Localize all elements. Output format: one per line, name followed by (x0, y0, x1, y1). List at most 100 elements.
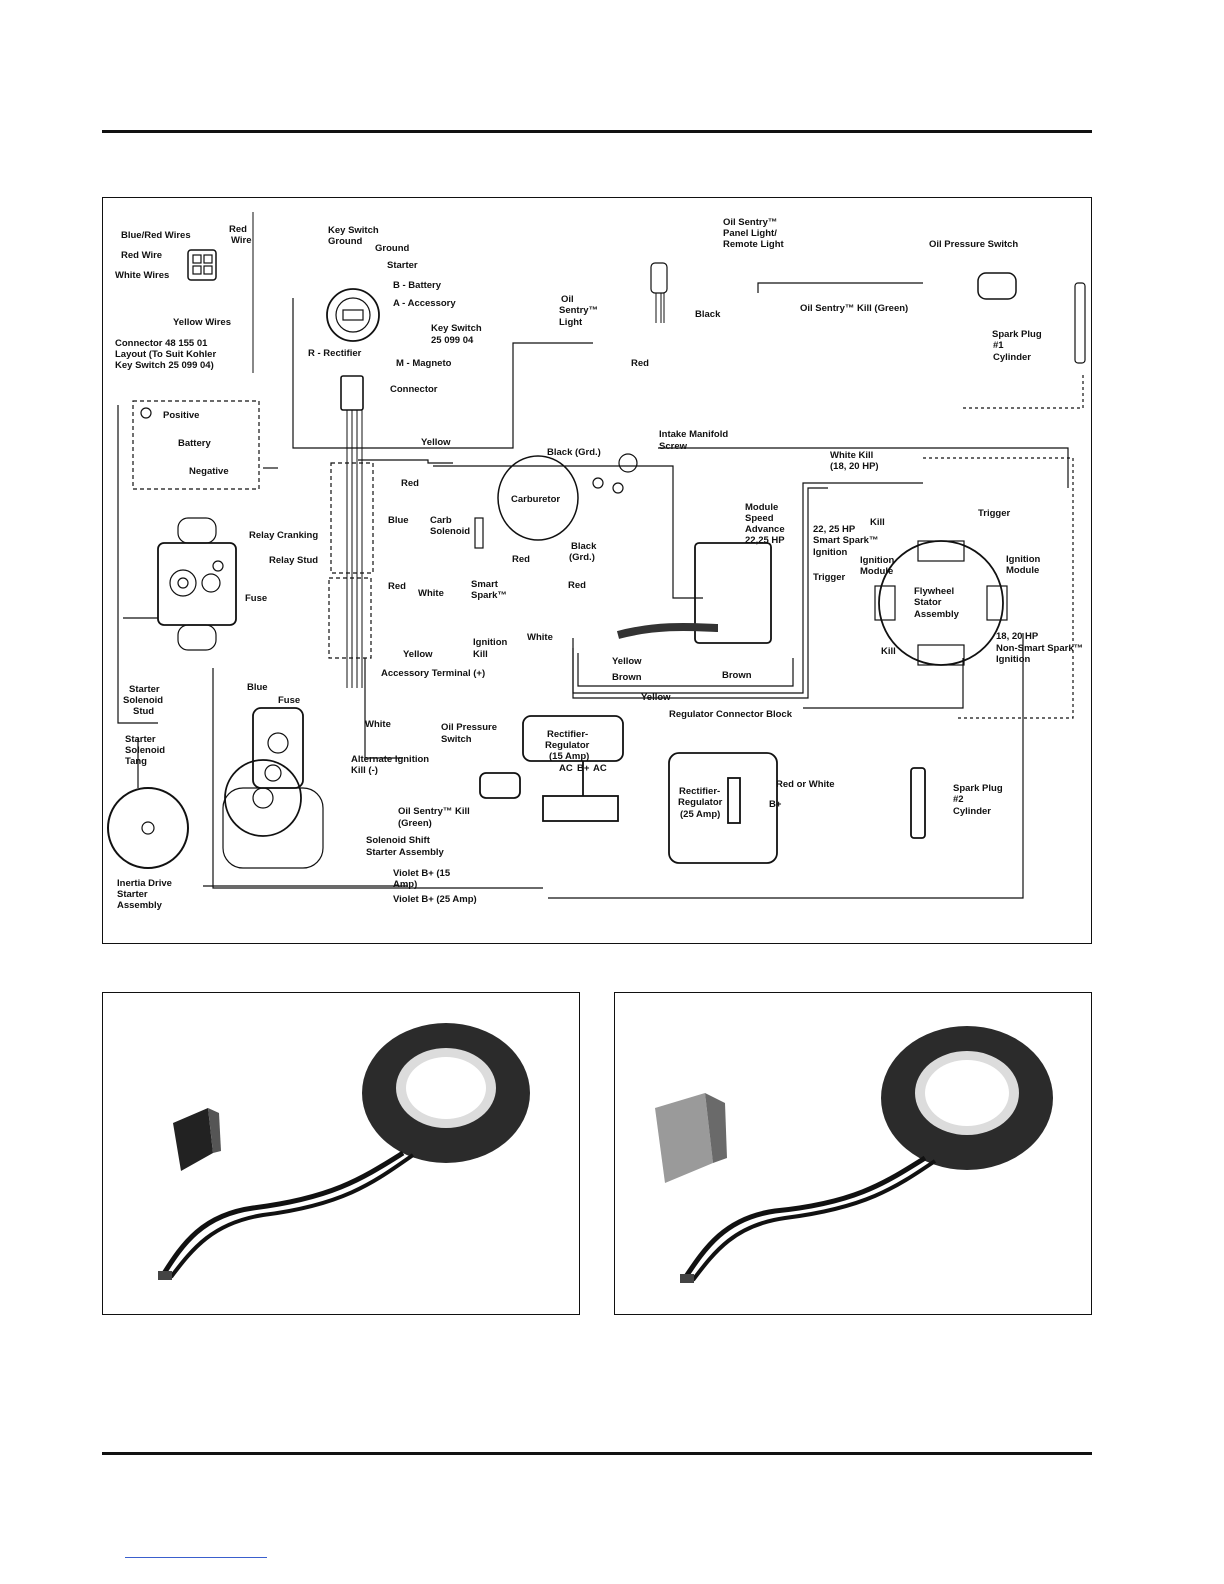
label-m-magneto: M - Magneto (396, 358, 452, 369)
label-white-kill-1: White Kill (830, 450, 873, 461)
connector-layout-labels: Blue/Red Wires Red Wire Red Wire White W… (115, 224, 252, 371)
label-ignition-module-right-1: Ignition (1006, 554, 1040, 565)
label-relay-cranking: Relay Cranking (249, 530, 318, 541)
label-red-wire: Red Wire (121, 250, 162, 261)
label-key-switch-number: 25 099 04 (431, 335, 474, 346)
label-fuse-low: Fuse (278, 695, 300, 706)
connector-caption-1: Connector 48 155 01 (115, 338, 208, 349)
label-spark-plug-2-1: Spark Plug (953, 783, 1003, 794)
label-inertia-drive-1: Inertia Drive (117, 878, 172, 889)
label-battery: Battery (178, 438, 211, 449)
regulator-25amp-image (655, 1093, 727, 1183)
label-b-plus-term: B+ (577, 763, 590, 774)
label-oil-sentry-kill-low-2: (Green) (398, 818, 432, 829)
label-inertia-drive-3: Assembly (117, 900, 163, 911)
label-white-lower: White (418, 588, 444, 599)
label-module-speed-2: Speed (745, 513, 774, 524)
label-ignition-kill-1: Ignition (473, 637, 507, 648)
label-starter-solenoid-stud-1: Starter (129, 684, 160, 695)
label-violet-25: Violet B+ (25 Amp) (393, 894, 477, 905)
label-ignition-module-left-1: Ignition (860, 555, 894, 566)
label-solenoid-shift-1: Solenoid Shift (366, 835, 431, 846)
label-red: Red (229, 224, 247, 235)
label-oil-sentry-kill-low-1: Oil Sentry™ Kill (398, 806, 470, 817)
label-spark-plug-1-1: Spark Plug (992, 329, 1042, 340)
label-ignition-module-right-2: Module (1006, 565, 1039, 576)
label-yellow-wires: Yellow Wires (173, 317, 231, 328)
label-non-smart-3: Ignition (996, 654, 1030, 665)
label-starter-solenoid-tang-2: Solenoid (125, 745, 165, 756)
label-red-mid: Red (568, 580, 586, 591)
label-oil-pressure-switch-low-1: Oil Pressure (441, 722, 497, 733)
wiring-diagram-panel: Blue/Red Wires Red Wire Red Wire White W… (102, 197, 1092, 944)
label-white-mid: White (527, 632, 553, 643)
wiring-diagram: Blue/Red Wires Red Wire Red Wire White W… (107, 212, 1086, 911)
label-yellow-bottom: Yellow (612, 656, 642, 667)
label-white-kill-2: (18, 20 HP) (830, 461, 879, 472)
label-oil-sentry-kill-top: Oil Sentry™ Kill (Green) (800, 303, 908, 314)
diagram-labels: Connector Positive Battery Negative Yell… (117, 217, 1083, 911)
label-black-top: Black (695, 309, 721, 320)
label-ac-2: AC (593, 763, 607, 774)
connector-caption-3: Key Switch 25 099 04) (115, 360, 214, 371)
label-rect-25-1: Rectifier- (679, 786, 720, 797)
label-module-speed-3: Advance (745, 524, 785, 535)
label-carburetor: Carburetor (511, 494, 560, 505)
label-smart-spark-2: Spark™ (471, 590, 507, 601)
label-intake-manifold-1: Intake Manifold (659, 429, 728, 440)
label-wire: Wire (231, 235, 252, 246)
label-trigger-left: Trigger (813, 572, 846, 583)
stator-photo-15amp (102, 992, 580, 1315)
label-module-speed-4: 22,25 HP (745, 535, 785, 546)
label-red-lower: Red (388, 581, 406, 592)
label-hp-smart-3: Ignition (813, 547, 847, 558)
label-black-grd: Black (Grd.) (547, 447, 601, 458)
label-accessory-terminal: Accessory Terminal (+) (381, 668, 485, 679)
label-r-rectifier: R - Rectifier (308, 348, 362, 359)
label-relay-stud: Relay Stud (269, 555, 318, 566)
label-alt-ignition-kill-2: Kill (-) (351, 765, 378, 776)
label-violet-15-2: Amp) (393, 879, 417, 890)
label-non-smart-1: 18, 20 HP (996, 631, 1039, 642)
label-hp-smart-2: Smart Spark™ (813, 535, 878, 546)
label-oil-sentry-light-2: Sentry™ (559, 305, 598, 316)
label-non-smart-2: Non-Smart Spark™ (996, 643, 1083, 654)
label-trigger-top: Trigger (978, 508, 1011, 519)
stator-photo-25amp (614, 992, 1092, 1315)
connector-caption-2: Layout (To Suit Kohler (115, 349, 216, 360)
label-blue-red-wires: Blue/Red Wires (121, 230, 191, 241)
label-positive: Positive (163, 410, 199, 421)
footer-rule (102, 1452, 1092, 1455)
label-red-harness: Red (401, 478, 419, 489)
label-black-grd2-1: Black (571, 541, 597, 552)
label-solenoid-shift-2: Starter Assembly (366, 847, 445, 858)
label-smart-spark-1: Smart (471, 579, 499, 590)
label-negative: Negative (189, 466, 229, 477)
stator-15amp-image (158, 1023, 530, 1280)
label-a-accessory: A - Accessory (393, 298, 456, 309)
label-key-switch-ground-2: Ground (328, 236, 362, 247)
label-starter-solenoid-tang-3: Tang (125, 756, 147, 767)
label-kill-bottom: Kill (881, 646, 896, 657)
label-starter-solenoid-stud-3: Stud (133, 706, 154, 717)
label-rect-15-3: (15 Amp) (549, 751, 589, 762)
label-violet-15-1: Violet B+ (15 (393, 868, 451, 879)
label-spark-plug-2-2: #2 (953, 794, 964, 805)
label-white-wires: White Wires (115, 270, 169, 281)
label-fuse-relay: Fuse (245, 593, 267, 604)
label-spark-plug-2-3: Cylinder (953, 806, 991, 817)
label-oil-sentry-panel-3: Remote Light (723, 239, 785, 250)
stator-15amp-illustration (158, 1023, 530, 1280)
label-red-carb: Red (512, 554, 530, 565)
label-oil-sentry-panel-1: Oil Sentry™ (723, 217, 777, 228)
footer-link-underline[interactable] (125, 1557, 267, 1558)
label-b-plus: B+ (769, 799, 782, 810)
label-red-or-white: Red or White (776, 779, 835, 790)
label-connector: Connector (390, 384, 438, 395)
label-oil-sentry-light-3: Light (559, 317, 583, 328)
header-rule (102, 130, 1092, 133)
stator-25amp-image (680, 1026, 1053, 1283)
label-kill-top: Kill (870, 517, 885, 528)
label-brown-1: Brown (612, 672, 642, 683)
label-blue-low: Blue (247, 682, 268, 693)
